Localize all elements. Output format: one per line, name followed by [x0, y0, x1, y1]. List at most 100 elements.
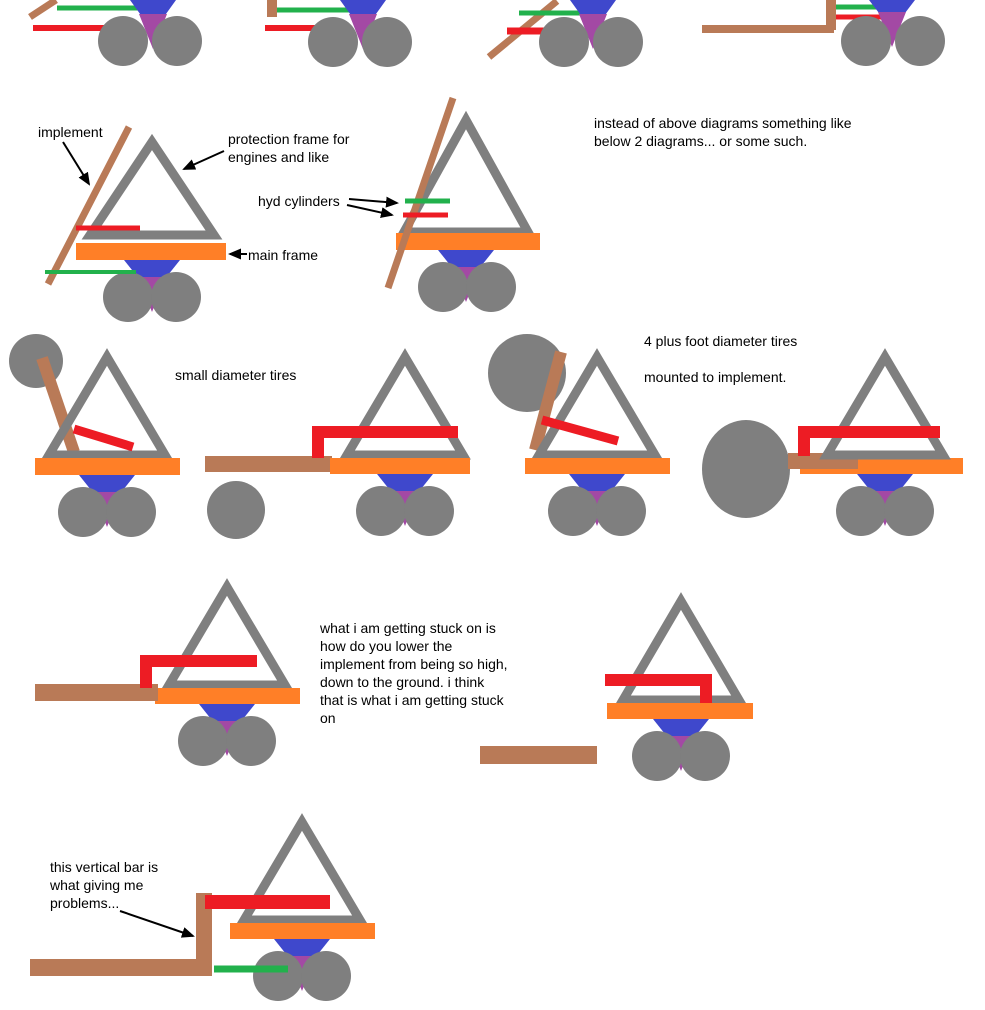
annotation-arrow-hyd-cylinder-bottom	[346, 204, 394, 218]
label-implement: implement	[38, 124, 103, 140]
small-tire-tractor-b	[205, 348, 471, 539]
main-frame	[155, 688, 300, 704]
wheel-left	[836, 486, 886, 536]
wheel-right	[404, 486, 454, 536]
main-frame	[396, 233, 540, 250]
implement-bar	[28, 0, 58, 20]
annotation-arrow-implement	[62, 141, 91, 186]
wheel-right	[106, 487, 156, 537]
label-hyd-cylinders: hyd cylinders	[258, 193, 340, 209]
implement-upright	[826, 0, 836, 30]
wheel-left	[418, 262, 468, 312]
hyd-cylinder-red	[205, 895, 330, 909]
hyd-cylinder-red-link	[700, 686, 712, 703]
implement-bar	[529, 350, 567, 452]
hyd-cylinder-red-link	[140, 667, 152, 688]
wheel-left	[178, 716, 228, 766]
implement-bar	[267, 0, 277, 17]
annotation-arrow-hyd-cylinder-top	[348, 196, 399, 208]
implement-bar	[205, 456, 332, 472]
hyd-cylinder-red-link	[312, 438, 324, 458]
wheel-right	[884, 486, 934, 536]
implement-bar-ground	[480, 746, 597, 764]
hyd-cylinder-red	[605, 674, 712, 686]
tractor-sketch-3	[486, 0, 643, 67]
hitch-lower	[579, 14, 607, 49]
main-frame	[330, 458, 470, 474]
protection-frame	[531, 348, 663, 460]
wheel-left	[98, 16, 148, 66]
wheel-left	[58, 487, 108, 537]
wheel-left	[103, 272, 153, 322]
protection-frame	[615, 592, 747, 705]
small-tire-tractor-a	[9, 334, 180, 537]
label-protection-frame: protection frame for engines and like	[228, 131, 350, 165]
label-small-tires: small diameter tires	[175, 367, 297, 383]
hyd-cylinder-red	[798, 426, 940, 438]
implement-tire	[207, 481, 265, 539]
wheel-right	[152, 16, 202, 66]
label-big-tires: 4 plus foot diameter tires mounted to im…	[644, 333, 798, 385]
alt-tractor	[384, 96, 540, 312]
big-tire-tractor-a	[488, 334, 670, 536]
hyd-cylinder-red-link	[798, 438, 810, 456]
note-stuck: what i am getting stuck on is how do you…	[320, 620, 508, 726]
hyd-cylinder-red	[72, 424, 135, 452]
stuck-tractor-b	[480, 592, 753, 781]
main-frame	[76, 243, 226, 260]
vertical-bar-tractor	[30, 813, 375, 1001]
main-frame	[230, 923, 375, 939]
hitch-lower	[878, 12, 906, 47]
implement-bar	[384, 96, 457, 290]
wheel-left	[841, 16, 891, 66]
implement-bar	[35, 684, 158, 701]
main-frame	[525, 458, 670, 474]
main-frame	[607, 703, 753, 719]
hyd-cylinder-red	[140, 655, 257, 667]
wheel-right	[301, 951, 351, 1001]
protection-frame	[41, 348, 173, 460]
big-tire-tractor-b	[702, 348, 963, 536]
wheel-left	[253, 951, 303, 1001]
wheel-left	[548, 486, 598, 536]
label-main-frame: main frame	[248, 247, 319, 263]
hyd-cylinder-red	[312, 426, 458, 438]
wheel-right	[895, 16, 945, 66]
wheel-right	[151, 272, 201, 322]
protection-frame	[396, 110, 536, 237]
labeled-tractor	[44, 125, 226, 322]
implement-bar	[702, 25, 834, 33]
wheel-right	[226, 716, 276, 766]
tractor-sketch-4	[702, 0, 945, 66]
wheel-left	[539, 17, 589, 67]
note-vertical-bar: this vertical bar is what giving me prob…	[50, 859, 159, 911]
protection-frame	[236, 813, 368, 925]
wheel-right	[593, 17, 643, 67]
main-frame	[35, 458, 180, 475]
implement-bar-ground	[30, 959, 196, 976]
implement-bar	[36, 356, 80, 454]
annotation-arrow-protection-frame	[182, 150, 225, 170]
protection-frame	[339, 348, 471, 460]
wheel-left	[308, 17, 358, 67]
hitch-lower	[349, 14, 377, 49]
hyd-cylinder-red	[540, 415, 620, 446]
vertical-bar	[196, 893, 212, 976]
wheel-right	[596, 486, 646, 536]
note-instead: instead of above diagrams something like…	[594, 115, 852, 149]
wheel-right	[680, 731, 730, 781]
tractor-sketch-2	[265, 0, 412, 67]
protection-frame	[819, 348, 951, 460]
annotation-arrow-vertical-bar	[119, 910, 195, 938]
stuck-tractor-a	[35, 578, 300, 766]
protection-frame	[81, 133, 223, 240]
implement-tire	[702, 420, 790, 518]
implement-bar	[44, 125, 133, 286]
wheel-left	[632, 731, 682, 781]
wheel-right	[466, 262, 516, 312]
tractor-sketch-1	[28, 0, 202, 66]
wheel-right	[362, 17, 412, 67]
protection-frame	[161, 578, 293, 690]
